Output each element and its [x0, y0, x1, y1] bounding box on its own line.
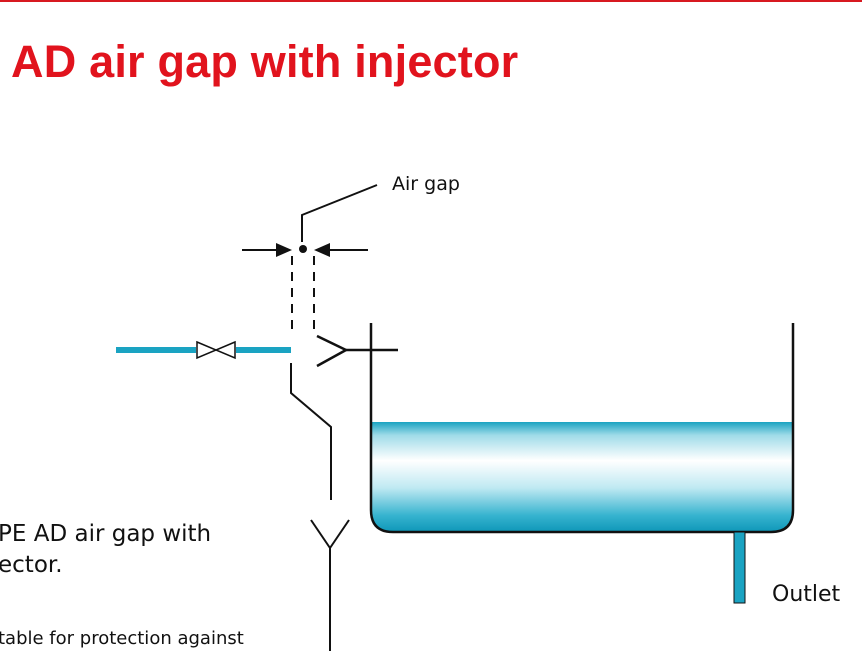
caption-body-line1: table for protection against	[0, 628, 244, 649]
tank-outline	[369, 323, 795, 534]
air-gap-point	[299, 245, 307, 253]
tank-water	[371, 422, 793, 532]
outlet-label: Outlet	[772, 582, 841, 607]
caption-heading-line1: PE AD air gap with	[0, 521, 212, 547]
tundish-funnel	[310, 519, 350, 651]
slide-title: AD air gap with injector	[11, 36, 519, 87]
top-accent-rule	[0, 0, 862, 2]
dimension-arrow-right	[314, 243, 330, 257]
caption-heading-line2: ector.	[0, 552, 63, 578]
outlet-pipe	[733, 531, 746, 604]
injector-body	[290, 363, 332, 500]
dimension-arrow-left	[276, 243, 292, 257]
air-gap-label: Air gap	[392, 173, 460, 195]
injector-nozzle	[316, 334, 398, 368]
air-gap-leader	[301, 184, 378, 242]
valve-icon	[196, 340, 236, 360]
